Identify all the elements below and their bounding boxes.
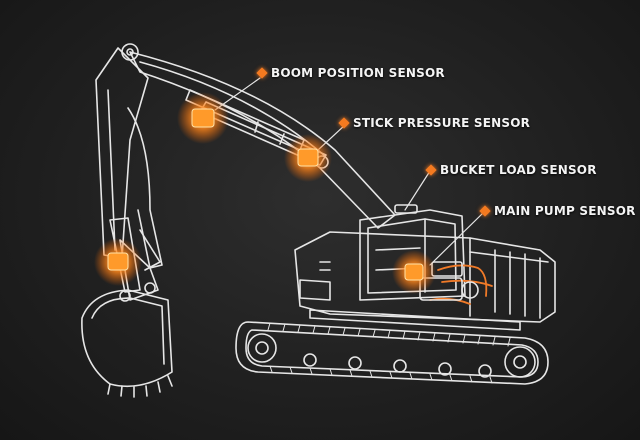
diamond-marker-icon bbox=[338, 117, 350, 129]
sensor-pump bbox=[392, 250, 436, 294]
operator-cab bbox=[359, 204, 466, 301]
leader-bucket bbox=[404, 170, 431, 211]
callout-main-pump: MAIN PUMP SENSOR bbox=[479, 204, 636, 218]
callout-boom-position: BOOM POSITION SENSOR bbox=[256, 66, 445, 80]
track-assembly bbox=[235, 321, 549, 385]
diamond-marker-icon bbox=[425, 164, 437, 176]
track-pads bbox=[267, 322, 511, 384]
callout-text: STICK PRESSURE SENSOR bbox=[353, 116, 531, 130]
bucket bbox=[81, 289, 173, 398]
callout-text: MAIN PUMP SENSOR bbox=[494, 204, 636, 218]
sensor-stick bbox=[284, 134, 332, 182]
diamond-marker-icon bbox=[479, 205, 491, 217]
sensor-bucket bbox=[94, 238, 142, 286]
leader-pump bbox=[429, 211, 485, 266]
callout-bucket-load: BUCKET LOAD SENSOR bbox=[425, 163, 597, 177]
diamond-marker-icon bbox=[256, 67, 268, 79]
stick-arm bbox=[95, 47, 163, 271]
callout-text: BUCKET LOAD SENSOR bbox=[440, 163, 597, 177]
callout-stick-pressure: STICK PRESSURE SENSOR bbox=[338, 116, 531, 130]
upper-structure bbox=[294, 231, 556, 323]
callout-text: BOOM POSITION SENSOR bbox=[271, 66, 445, 80]
sensor-boom bbox=[177, 92, 229, 144]
